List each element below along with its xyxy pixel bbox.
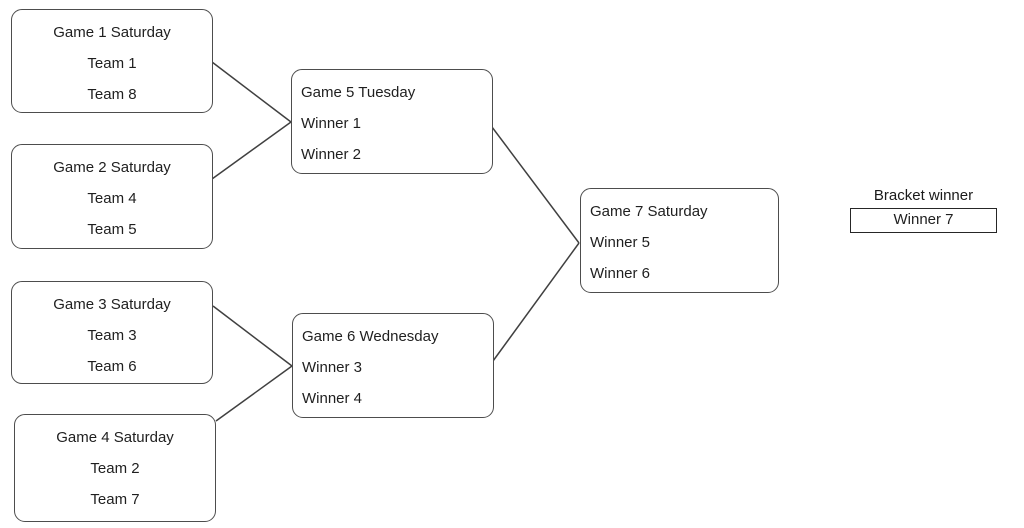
game4-title: Game 4 Saturday: [56, 429, 174, 446]
game5-winner-slot-2: Winner 2: [301, 146, 362, 163]
game5-winner-slot-1: Winner 1: [301, 115, 362, 132]
game1-title: Game 1 Saturday: [53, 24, 171, 41]
connector-game4-to-game6: [215, 365, 293, 422]
connector-game6-to-game7: [492, 242, 580, 362]
game6-title: Game 6 Wednesday: [302, 328, 439, 345]
connector-game1-to-game5: [211, 61, 292, 123]
game4-team-slot-2: Team 7: [90, 491, 140, 508]
game5-box: Game 5 Tuesday Winner 1 Winner 2: [291, 69, 493, 174]
game2-title: Game 2 Saturday: [53, 159, 171, 176]
connector-game3-to-game6: [212, 305, 293, 367]
bracket-winner-value: Winner 7: [893, 211, 954, 228]
game1-box: Game 1 Saturday Team 1 Team 8: [11, 9, 213, 113]
game7-winner-slot-2: Winner 6: [590, 265, 651, 282]
game2-team-slot-1: Team 4: [87, 190, 137, 207]
bracket-winner-label: Bracket winner: [873, 187, 974, 204]
game1-team-slot-1: Team 1: [87, 55, 137, 72]
game3-team-slot-2: Team 6: [87, 358, 137, 375]
game1-team-slot-2: Team 8: [87, 86, 137, 103]
game5-title: Game 5 Tuesday: [301, 84, 416, 101]
game6-box: Game 6 Wednesday Winner 3 Winner 4: [292, 313, 494, 418]
game7-title: Game 7 Saturday: [590, 203, 708, 220]
game2-team-slot-2: Team 5: [87, 221, 137, 238]
connector-game2-to-game5: [211, 121, 292, 180]
game2-box: Game 2 Saturday Team 4 Team 5: [11, 144, 213, 249]
game6-winner-slot-1: Winner 3: [302, 359, 363, 376]
game4-box: Game 4 Saturday Team 2 Team 7: [14, 414, 216, 522]
game3-box: Game 3 Saturday Team 3 Team 6: [11, 281, 213, 384]
connector-game5-to-game7: [491, 126, 580, 244]
bracket-winner-box: Winner 7: [850, 208, 997, 233]
game7-winner-slot-1: Winner 5: [590, 234, 651, 251]
game7-box: Game 7 Saturday Winner 5 Winner 6: [580, 188, 779, 293]
game3-title: Game 3 Saturday: [53, 296, 171, 313]
game6-winner-slot-2: Winner 4: [302, 390, 363, 407]
game4-team-slot-1: Team 2: [90, 460, 140, 477]
game3-team-slot-1: Team 3: [87, 327, 137, 344]
